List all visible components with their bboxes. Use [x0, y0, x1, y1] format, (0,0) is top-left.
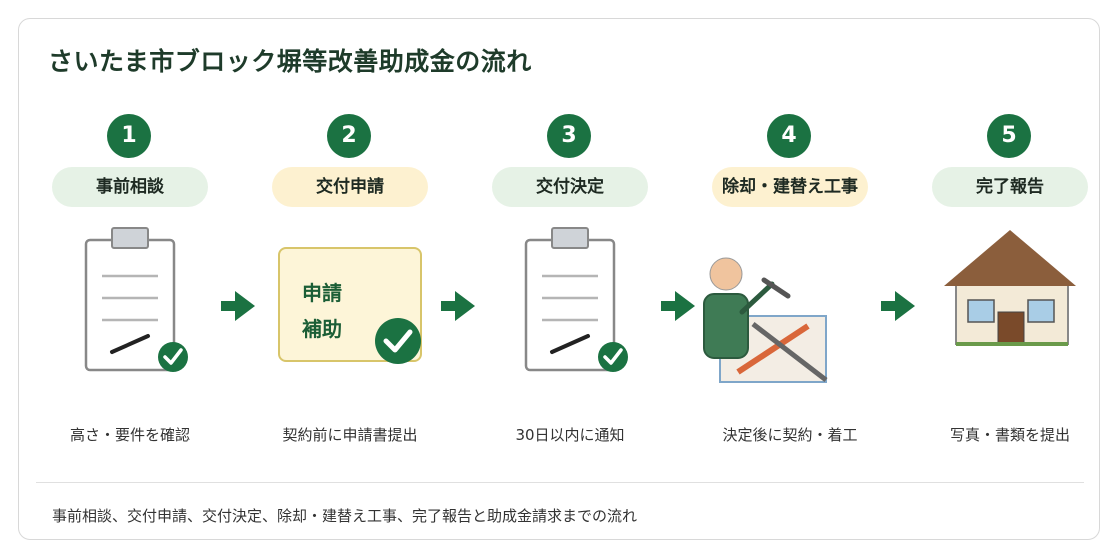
- worker-demolition-icon: [703, 257, 828, 383]
- step-2-label: 交付申請: [272, 167, 428, 207]
- application-document-icon: 申請 補助: [278, 247, 422, 362]
- clipboard-check-icon: [84, 227, 188, 372]
- step-5-label: 完了報告: [932, 167, 1088, 207]
- step-3-caption: 30日以内に通知: [515, 426, 625, 444]
- step-1-caption: 高さ・要件を確認: [69, 426, 190, 444]
- arrow-right-icon: [221, 291, 255, 321]
- step-1-number: 1: [107, 114, 151, 158]
- document-text-line1: 申請: [302, 281, 342, 305]
- footer-description: 事前相談、交付申請、交付決定、除却・建替え工事、完了報告と助成金請求までの流れ: [52, 507, 638, 525]
- document-text-line2: 補助: [302, 317, 342, 341]
- step-4-label: 除却・建替え工事: [712, 167, 868, 207]
- step-4-number: 4: [767, 114, 811, 158]
- step-5-caption: 写真・書類を提出: [949, 426, 1070, 444]
- step-5-number: 5: [987, 114, 1031, 158]
- divider: [36, 482, 1084, 483]
- arrow-right-icon: [881, 291, 915, 321]
- step-3-number: 3: [547, 114, 591, 158]
- step-3-label: 交付決定: [492, 167, 648, 207]
- step-4-caption: 決定後に契約・着工: [722, 426, 858, 444]
- step-2-number: 2: [327, 114, 371, 158]
- clipboard-check-icon: [524, 227, 628, 372]
- step-2-caption: 契約前に申請書提出: [282, 426, 418, 444]
- large-check-icon: [375, 318, 421, 364]
- house-icon: [944, 230, 1076, 346]
- page-title: さいたま市ブロック塀等改善助成金の流れ: [48, 47, 532, 76]
- arrow-right-icon: [661, 291, 695, 321]
- step-1-label: 事前相談: [52, 167, 208, 207]
- arrow-right-icon: [441, 291, 475, 321]
